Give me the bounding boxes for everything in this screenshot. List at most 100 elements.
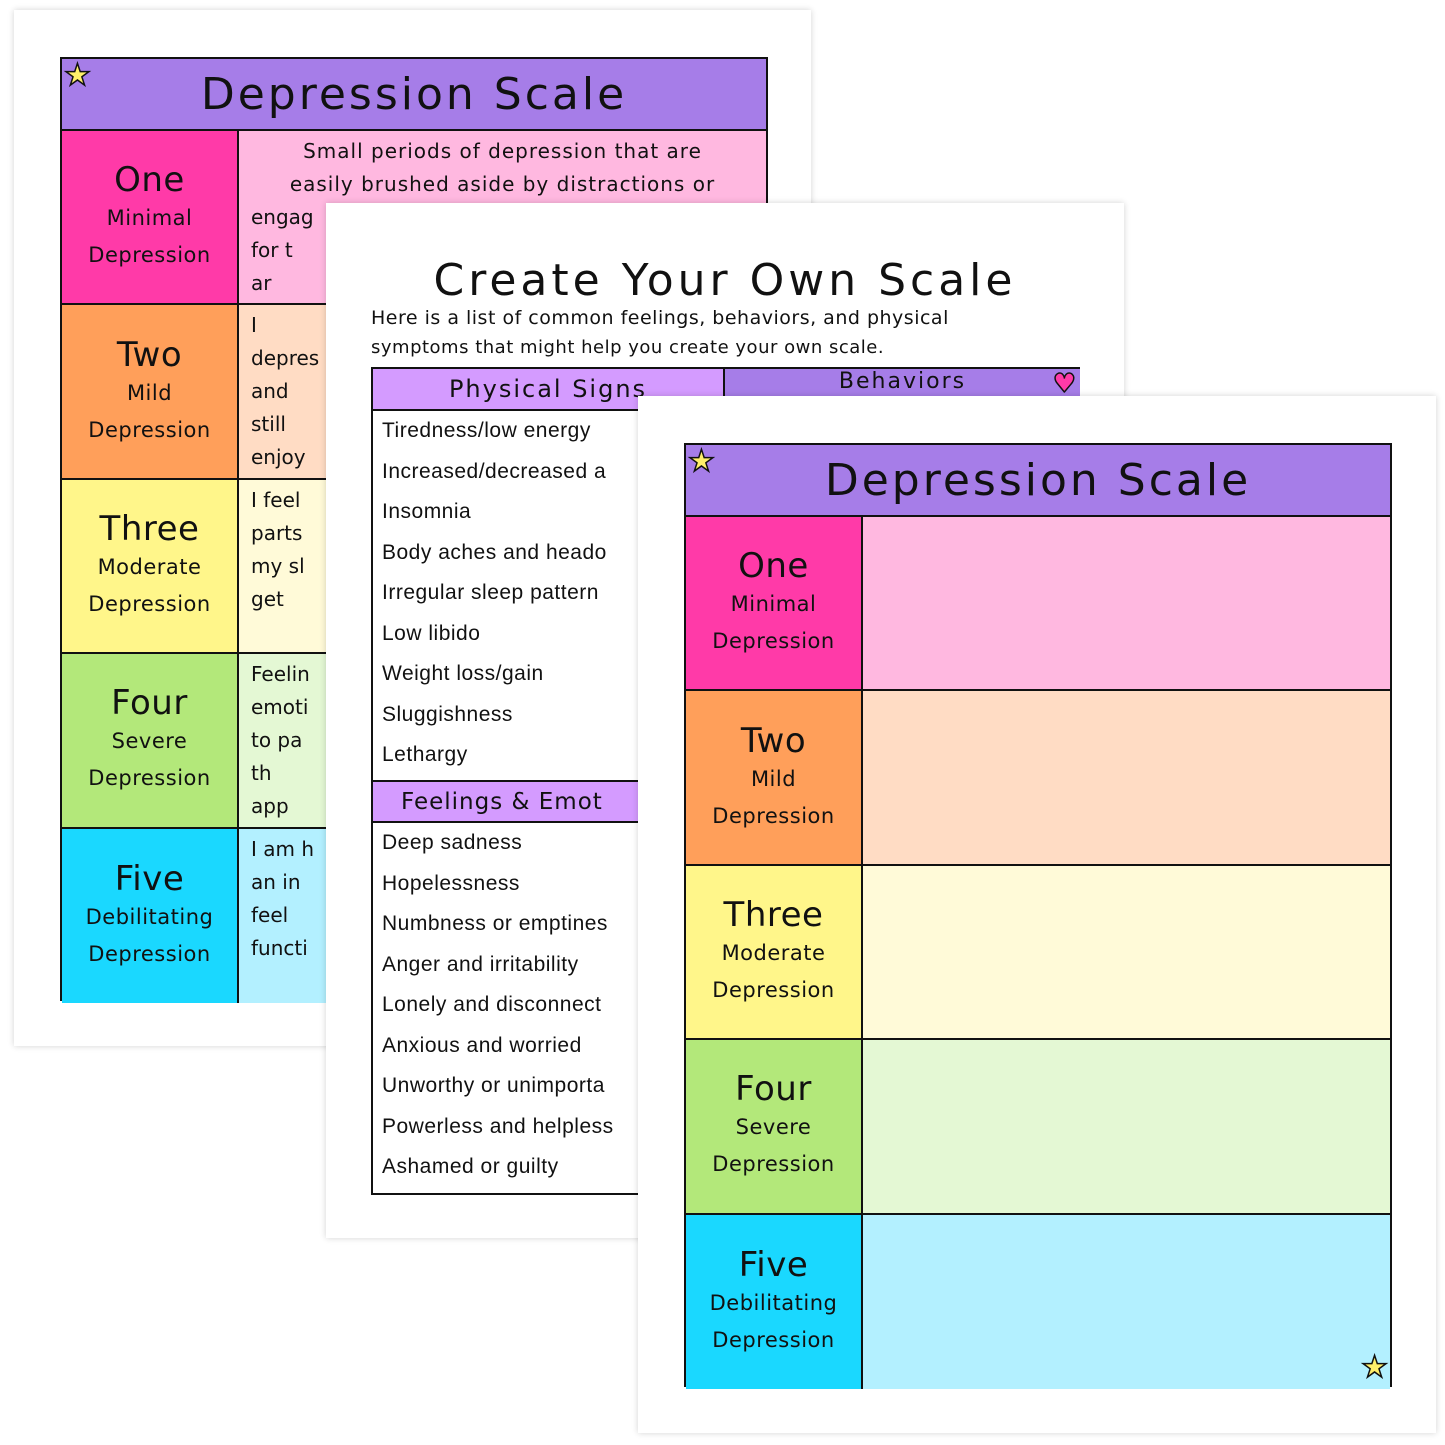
level-name: Depression xyxy=(712,1327,835,1352)
description-line: get xyxy=(251,586,284,611)
star-icon: ★ xyxy=(687,444,715,479)
level-name: Mild xyxy=(750,766,797,791)
description-line: an in xyxy=(251,869,301,894)
level-number: One xyxy=(738,546,809,587)
description-line: feel xyxy=(251,902,289,927)
level-number: Five xyxy=(738,1244,809,1285)
level-name: Mild xyxy=(126,380,173,405)
level-name: Moderate xyxy=(97,554,202,579)
level-number: Four xyxy=(735,1069,812,1110)
star-icon: ★ xyxy=(1360,1350,1388,1385)
physical-sign-item: Weight loss/gain xyxy=(382,662,544,685)
level-number: Two xyxy=(116,334,183,375)
description-line: I am h xyxy=(251,836,315,861)
description-line: enjoy xyxy=(251,445,306,470)
feeling-item: Anger and irritability xyxy=(382,952,579,976)
description-input-area[interactable] xyxy=(863,865,1390,1039)
description-input-area[interactable] xyxy=(863,1214,1390,1389)
physical-sign-item: Insomnia xyxy=(382,500,472,523)
level-name: Depression xyxy=(88,766,211,791)
level-number: Four xyxy=(111,683,188,724)
description-line: depres xyxy=(251,346,320,371)
description-line: still xyxy=(251,412,286,437)
feeling-item: Anxious and worried xyxy=(382,1033,582,1057)
physical-sign-item: Increased/decreased a xyxy=(382,459,607,483)
physical-sign-item: Irregular sleep pattern xyxy=(382,581,599,604)
level-name: Depression xyxy=(712,629,835,654)
level-name: Depression xyxy=(88,941,211,966)
physical-sign-item: Low libido xyxy=(382,621,481,645)
level-number: One xyxy=(114,160,185,201)
star-icon: ★ xyxy=(63,58,91,93)
feeling-item: Numbness or emptines xyxy=(382,912,608,935)
level-number: Five xyxy=(114,858,185,899)
description-line: and xyxy=(251,379,289,404)
level-name: Severe xyxy=(111,729,188,754)
description-line: engag xyxy=(251,205,314,229)
level-name: Depression xyxy=(712,977,835,1002)
level-name: Depression xyxy=(88,591,211,616)
description-line: easily brushed aside by distractions or xyxy=(289,172,716,196)
description-line: functi xyxy=(251,935,308,960)
feeling-item: Deep sadness xyxy=(382,831,523,854)
heart-icon: ♥ xyxy=(1052,369,1077,399)
feeling-item: Hopelessness xyxy=(382,871,520,895)
table-title: Depression Scale xyxy=(62,59,766,131)
feeling-item: Lonely and disconnect xyxy=(382,993,602,1016)
description-line: parts xyxy=(251,520,303,545)
level-name: Minimal xyxy=(106,206,193,231)
table-title: Depression Scale xyxy=(686,445,1390,517)
description-line: Small periods of depression that are xyxy=(303,139,702,163)
level-number: Three xyxy=(99,508,200,549)
description-input-area[interactable] xyxy=(863,691,1390,864)
page-title: Create Your Own Scale xyxy=(433,255,1017,306)
intro-line-1: Here is a list of common feelings, behav… xyxy=(371,307,949,329)
level-name: Minimal xyxy=(730,592,817,617)
intro-line-2: symptoms that might help you create your… xyxy=(371,337,885,358)
description-line: to pa xyxy=(251,728,303,753)
level-name: Debilitating xyxy=(709,1290,838,1315)
level-name: Severe xyxy=(735,1115,812,1140)
level-name: Depression xyxy=(712,803,835,828)
feeling-item: Ashamed or guilty xyxy=(382,1155,559,1178)
description-line: ar xyxy=(251,271,272,295)
level-name: Depression xyxy=(88,243,211,268)
level-name: Depression xyxy=(712,1152,835,1177)
level-name: Depression xyxy=(88,417,211,442)
description-line: I xyxy=(251,313,257,338)
description-input-area[interactable] xyxy=(863,1040,1390,1213)
physical-sign-item: Tiredness/low energy xyxy=(382,419,591,442)
description-line: th xyxy=(251,761,272,786)
level-number: Two xyxy=(740,720,807,761)
level-name: Moderate xyxy=(721,940,826,965)
description-line: I feel xyxy=(251,487,301,512)
level-name: Debilitating xyxy=(85,904,214,929)
physical-sign-item: Body aches and heado xyxy=(382,540,607,564)
description-line: app xyxy=(251,794,289,819)
physical-sign-item: Sluggishness xyxy=(382,702,513,726)
description-line: for t xyxy=(251,238,293,262)
feeling-item: Powerless and helpless xyxy=(382,1114,614,1138)
description-line: emoti xyxy=(251,695,309,720)
signs-table: Physical Signs Behaviors ♥ Tiredness/low… xyxy=(371,367,1080,1195)
description-line: my sl xyxy=(251,553,305,578)
level-number: Three xyxy=(723,894,824,935)
physical-sign-item: Lethargy xyxy=(382,743,468,766)
description-input-area[interactable] xyxy=(863,517,1390,690)
